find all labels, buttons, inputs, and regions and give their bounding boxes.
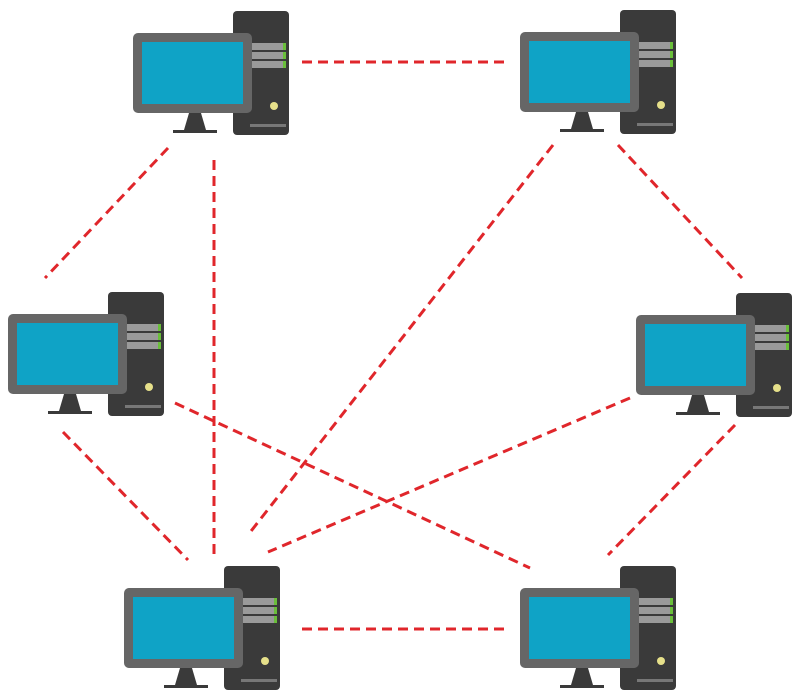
monitor-screen — [133, 597, 234, 659]
drive-led — [274, 616, 277, 623]
drive-led — [670, 598, 673, 605]
drive-bay — [632, 60, 672, 67]
power-button-icon — [270, 102, 278, 110]
monitor-base — [676, 412, 720, 415]
drive-bay — [236, 607, 276, 614]
link-pc-top-right-to-pc-bottom-left — [246, 144, 555, 536]
links-layer — [43, 60, 744, 631]
link-pc-middle-left-to-pc-bottom-left — [61, 430, 190, 562]
drive-led — [158, 342, 161, 349]
drive-bay — [245, 61, 285, 68]
drive-bay — [748, 325, 788, 332]
pc-bottom-right-computer-icon — [520, 566, 676, 690]
drive-bay — [632, 51, 672, 58]
drive-bay — [245, 52, 285, 59]
drive-bay — [120, 324, 160, 331]
drive-bay — [236, 616, 276, 623]
power-button-icon — [657, 657, 665, 665]
pc-middle-right-computer-icon — [636, 293, 792, 417]
monitor-base — [560, 129, 604, 132]
drive-led — [283, 61, 286, 68]
monitor-base — [173, 130, 217, 133]
drive-led — [670, 616, 673, 623]
drive-led — [158, 324, 161, 331]
pc-middle-left-computer-icon — [8, 292, 164, 416]
tower-slot — [250, 124, 286, 127]
drive-led — [670, 42, 673, 49]
monitor-stand — [175, 668, 197, 685]
drive-bay — [120, 342, 160, 349]
drive-led — [274, 607, 277, 614]
tower-slot — [637, 123, 673, 126]
monitor-stand — [687, 395, 709, 412]
drive-bay — [632, 42, 672, 49]
drive-led — [786, 334, 789, 341]
monitor-screen — [645, 324, 746, 386]
nodes-layer — [8, 10, 792, 690]
link-pc-top-right-to-pc-middle-right — [616, 143, 744, 280]
monitor-stand — [571, 668, 593, 685]
pc-bottom-left-computer-icon — [124, 566, 280, 690]
drive-bay — [245, 43, 285, 50]
monitor-screen — [529, 597, 630, 659]
tower-slot — [125, 405, 161, 408]
drive-led — [786, 343, 789, 350]
drive-bay — [632, 598, 672, 605]
drive-bay — [632, 607, 672, 614]
drive-bay — [236, 598, 276, 605]
monitor-screen — [142, 42, 243, 104]
tower-slot — [637, 679, 673, 682]
power-button-icon — [773, 384, 781, 392]
power-button-icon — [145, 383, 153, 391]
drive-led — [670, 607, 673, 614]
drive-led — [786, 325, 789, 332]
link-pc-top-left-to-pc-middle-left — [43, 146, 170, 280]
link-pc-middle-right-to-pc-bottom-left — [267, 396, 631, 554]
monitor-screen — [17, 323, 118, 385]
monitor-base — [48, 411, 92, 414]
drive-bay — [632, 616, 672, 623]
monitor-base — [164, 685, 208, 688]
power-button-icon — [657, 101, 665, 109]
drive-led — [283, 43, 286, 50]
tower-slot — [753, 406, 789, 409]
drive-led — [670, 51, 673, 58]
drive-bay — [748, 334, 788, 341]
monitor-stand — [59, 394, 81, 411]
pc-top-right-computer-icon — [520, 10, 676, 134]
pc-top-left-computer-icon — [133, 11, 289, 135]
monitor-screen — [529, 41, 630, 103]
monitor-stand — [571, 112, 593, 129]
drive-led — [274, 598, 277, 605]
link-pc-middle-left-to-pc-bottom-right — [174, 401, 531, 570]
link-pc-middle-right-to-pc-bottom-right — [606, 423, 737, 557]
monitor-base — [560, 685, 604, 688]
drive-bay — [748, 343, 788, 350]
drive-bay — [120, 333, 160, 340]
drive-led — [670, 60, 673, 67]
drive-led — [283, 52, 286, 59]
drive-led — [158, 333, 161, 340]
monitor-stand — [184, 113, 206, 130]
tower-slot — [241, 679, 277, 682]
power-button-icon — [261, 657, 269, 665]
